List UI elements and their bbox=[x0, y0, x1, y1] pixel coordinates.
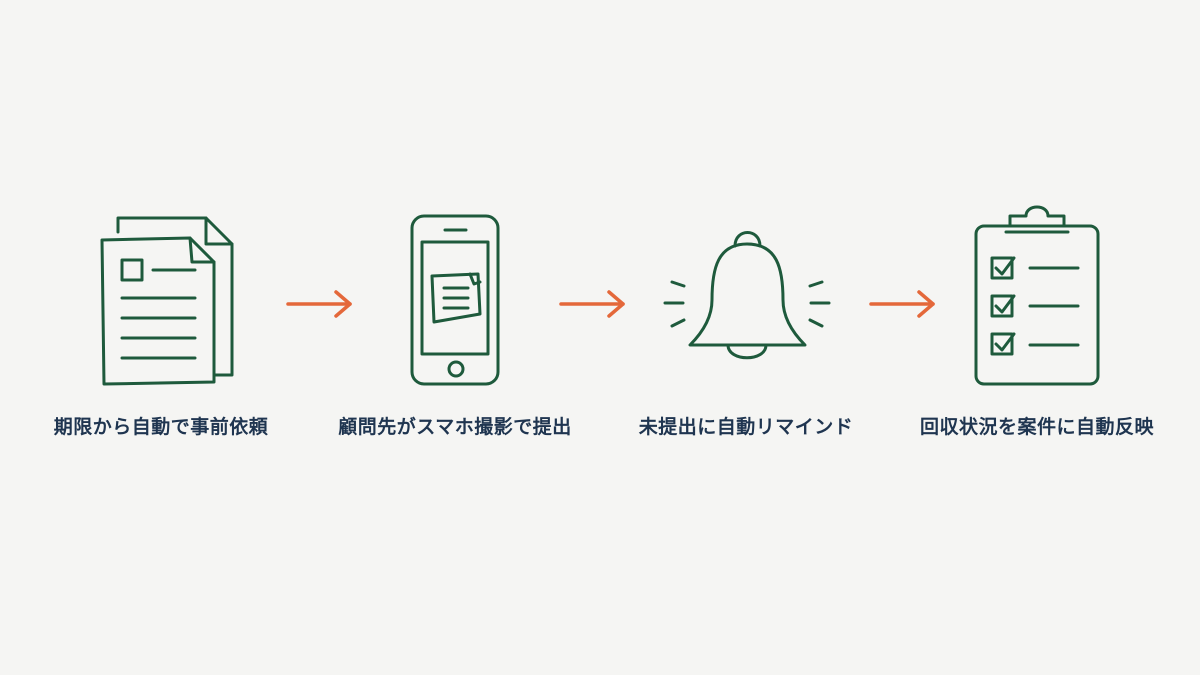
step-3-label: 未提出に自動リマインド bbox=[638, 416, 854, 438]
arrow-right-icon bbox=[285, 288, 355, 320]
clipboard-checklist-icon bbox=[970, 198, 1105, 390]
smartphone-photo-icon bbox=[405, 210, 505, 390]
arrow-right-icon bbox=[558, 288, 628, 320]
bell-icon bbox=[655, 222, 835, 382]
arrow-right-icon bbox=[868, 288, 938, 320]
documents-icon bbox=[95, 210, 240, 390]
step-2-label: 顧問先がスマホ撮影で提出 bbox=[338, 416, 572, 438]
step-4-label: 回収状況を案件に自動反映 bbox=[919, 416, 1154, 438]
step-1-label: 期限から自動で事前依頼 bbox=[53, 416, 269, 438]
